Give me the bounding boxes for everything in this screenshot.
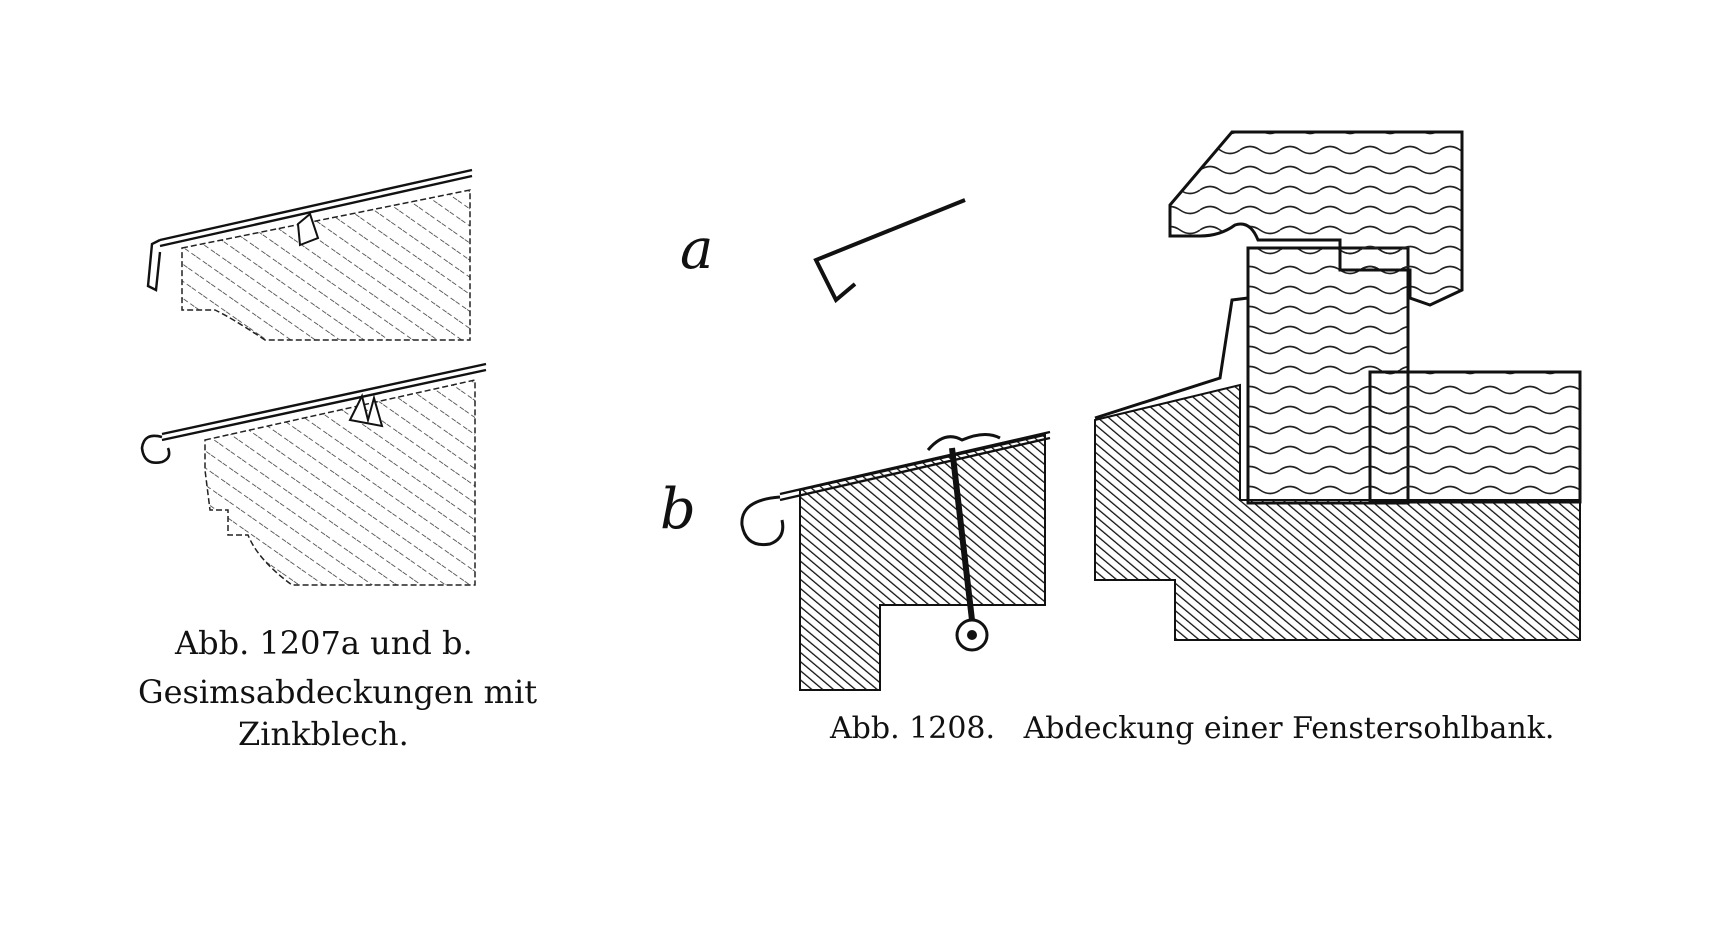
- label-b: b: [660, 477, 696, 542]
- hook-edge-b: [740, 495, 785, 547]
- label-a: a: [680, 217, 713, 282]
- sheet-profile-a: [813, 198, 966, 304]
- roll-edge-b: [140, 434, 171, 464]
- caption-1207-line2: Gesimsabdeckungen mit: [138, 673, 537, 711]
- wedge-clip-b: [348, 393, 384, 428]
- caption-1207-line3: Zinkblech.: [238, 715, 409, 753]
- cornice-body-a: [181, 189, 471, 341]
- caption-1208: Abb. 1208. Abdeckung einer Fenstersohlba…: [829, 711, 1554, 746]
- sill-board: [1368, 370, 1582, 504]
- window-sash: [1168, 130, 1464, 307]
- zinc-sheet-b: [161, 362, 487, 442]
- cornice-body-b: [204, 379, 476, 586]
- cover-sheet-main: [1094, 296, 1249, 420]
- masonry-main: [1094, 383, 1581, 641]
- figure-1208: [740, 130, 1582, 691]
- seam-b: [926, 433, 1001, 451]
- masonry-b: [799, 433, 1046, 691]
- anchor-strap: [949, 447, 989, 652]
- wedge-clip-a: [296, 212, 320, 247]
- figure-1207a: [146, 168, 473, 341]
- cover-sheet-b: [779, 430, 1051, 502]
- caption-1207-line1: Abb. 1207a und b.: [174, 624, 473, 662]
- figure-1207b: [140, 362, 487, 586]
- zinc-sheet-a: [146, 168, 473, 292]
